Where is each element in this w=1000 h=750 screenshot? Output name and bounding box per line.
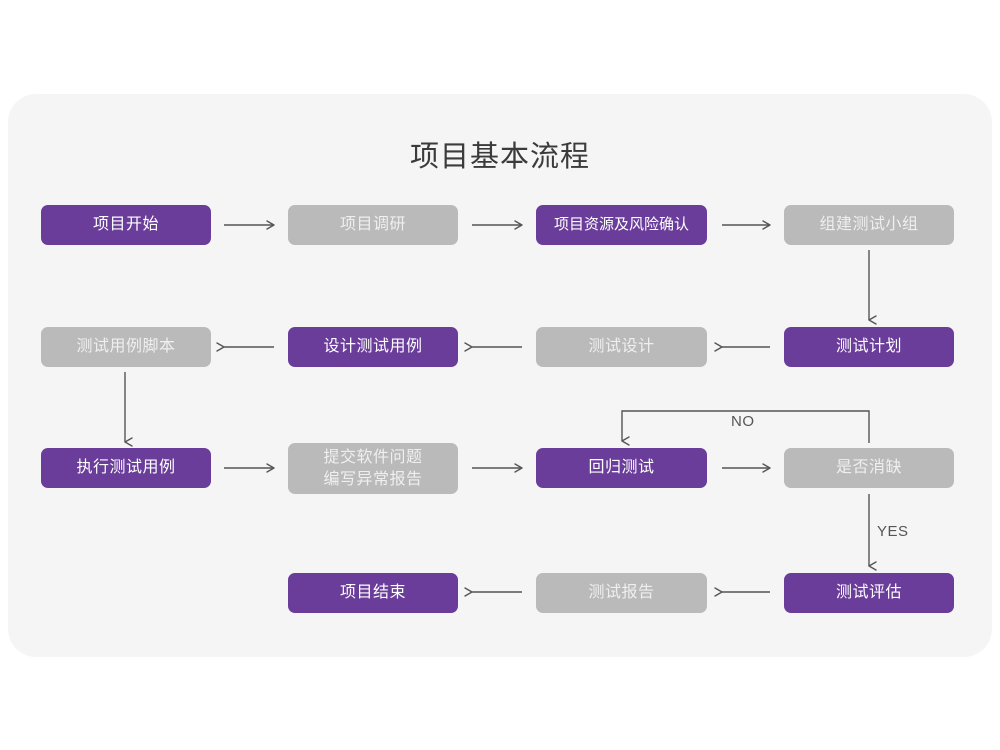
- node-submit-issue-report[interactable]: 提交软件问题 编写异常报告: [288, 443, 458, 494]
- edge-label-no: NO: [731, 413, 755, 430]
- diagram-card: [8, 94, 992, 657]
- node-test-report[interactable]: 测试报告: [536, 573, 707, 613]
- node-project-end[interactable]: 项目结束: [288, 573, 458, 613]
- node-execute-test-case[interactable]: 执行测试用例: [41, 448, 211, 488]
- node-resource-risk-confirm[interactable]: 项目资源及风险确认: [536, 205, 707, 245]
- node-test-case-script[interactable]: 测试用例脚本: [41, 327, 211, 367]
- node-form-test-team[interactable]: 组建测试小组: [784, 205, 954, 245]
- node-project-research[interactable]: 项目调研: [288, 205, 458, 245]
- node-test-plan[interactable]: 测试计划: [784, 327, 954, 367]
- node-regression-test[interactable]: 回归测试: [536, 448, 707, 488]
- node-design-test-case[interactable]: 设计测试用例: [288, 327, 458, 367]
- node-test-evaluation[interactable]: 测试评估: [784, 573, 954, 613]
- node-project-start[interactable]: 项目开始: [41, 205, 211, 245]
- edge-label-yes: YES: [877, 523, 909, 540]
- node-test-design[interactable]: 测试设计: [536, 327, 707, 367]
- page-title: 项目基本流程: [409, 141, 590, 173]
- node-defect-resolved[interactable]: 是否消缺: [784, 448, 954, 488]
